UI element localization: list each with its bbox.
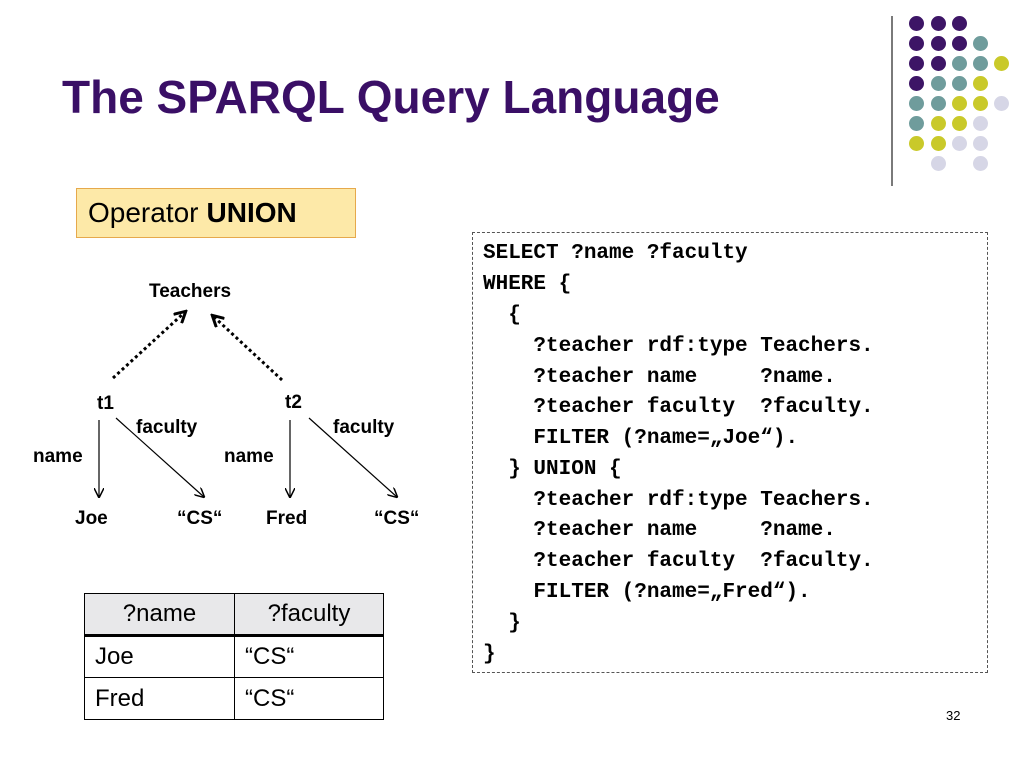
query-line: FILTER (?name=„Fred“).: [483, 581, 811, 604]
table-cell: “CS“: [234, 635, 384, 678]
graph-leaf-fred: Fred: [266, 508, 308, 529]
decorative-dot: [994, 56, 1009, 71]
decorative-dot: [973, 56, 988, 71]
sparql-query-box: SELECT ?name ?faculty WHERE { { ?teacher…: [472, 232, 988, 673]
graph-leaf-cs-1: “CS“: [177, 508, 223, 529]
query-line: ?teacher name ?name.: [483, 366, 836, 389]
decorative-dot: [909, 16, 924, 31]
decorative-divider-line: [891, 16, 893, 186]
page-number: 32: [946, 708, 961, 723]
decorative-dot: [973, 136, 988, 151]
result-table: ?name ?faculty Joe “CS“ Fred “CS“: [84, 593, 384, 720]
rdf-graph-diagram: Teachers t1 t2 faculty name faculty name…: [0, 0, 460, 560]
decorative-dot: [952, 36, 967, 51]
graph-node-t2: t2: [285, 392, 302, 413]
decorative-dot: [952, 76, 967, 91]
decorative-dot: [909, 136, 924, 151]
decorative-dot: [931, 96, 946, 111]
decorative-dot: [909, 36, 924, 51]
edge-label-t2-name: name: [224, 446, 274, 467]
decorative-dot: [931, 156, 946, 171]
slide-title: The SPARQL Query Language: [62, 71, 720, 123]
decorative-dot: [973, 116, 988, 131]
decorative-dot: [973, 36, 988, 51]
graph-node-t1: t1: [97, 393, 114, 414]
decorative-dot: [952, 136, 967, 151]
query-line: } UNION {: [483, 458, 622, 481]
graph-leaf-cs-2: “CS“: [374, 508, 420, 529]
operator-prefix: Operator: [88, 197, 199, 228]
decorative-dot: [952, 116, 967, 131]
decorative-dot: [931, 136, 946, 151]
decorative-dot: [952, 16, 967, 31]
decorative-dot: [909, 96, 924, 111]
table-cell: “CS“: [234, 677, 384, 720]
edge-label-t1-name: name: [33, 446, 83, 467]
edge-label-t2-faculty: faculty: [333, 417, 395, 438]
column-header-faculty: ?faculty: [234, 593, 384, 637]
table-header-row: ?name ?faculty: [84, 593, 384, 637]
table-row: Joe “CS“: [84, 635, 384, 678]
query-line: }: [483, 643, 496, 666]
query-line: WHERE {: [483, 273, 572, 296]
decorative-dot: [973, 96, 988, 111]
t2-type-edge: [213, 316, 284, 382]
query-line: FILTER (?name=„Joe“).: [483, 427, 799, 450]
decorative-dot: [931, 76, 946, 91]
decorative-dot: [952, 56, 967, 71]
decorative-dot: [931, 116, 946, 131]
query-line: ?teacher rdf:type Teachers.: [483, 489, 874, 512]
decorative-dot: [952, 96, 967, 111]
decorative-dot: [931, 56, 946, 71]
t1-faculty-edge: [115, 417, 204, 497]
query-line: SELECT ?name ?faculty: [483, 242, 748, 265]
decorative-dot: [994, 96, 1009, 111]
edge-label-t1-faculty: faculty: [136, 417, 198, 438]
table-cell: Fred: [84, 677, 235, 720]
t2-faculty-edge: [308, 417, 397, 497]
table-cell: Joe: [84, 635, 235, 678]
decorative-dot: [973, 76, 988, 91]
query-line: }: [483, 612, 521, 635]
t1-type-edge: [111, 312, 185, 380]
decorative-dot: [973, 156, 988, 171]
graph-node-teachers: Teachers: [149, 281, 232, 302]
column-header-name: ?name: [84, 593, 235, 637]
graph-edges: [0, 0, 460, 560]
query-line: ?teacher faculty ?faculty.: [483, 396, 874, 419]
query-line: {: [483, 304, 521, 327]
table-row: Fred “CS“: [84, 677, 384, 720]
graph-leaf-joe: Joe: [75, 508, 108, 529]
decorative-dot: [909, 76, 924, 91]
decorative-dot: [931, 16, 946, 31]
decorative-dot: [909, 116, 924, 131]
decorative-dot: [931, 36, 946, 51]
decorative-dot-grid: [900, 10, 1009, 171]
decorative-dot: [909, 56, 924, 71]
operator-keyword: UNION: [206, 197, 297, 228]
query-line: ?teacher faculty ?faculty.: [483, 550, 874, 573]
query-line: ?teacher rdf:type Teachers.: [483, 335, 874, 358]
operator-callout: Operator UNION: [76, 188, 356, 238]
query-line: ?teacher name ?name.: [483, 519, 836, 542]
